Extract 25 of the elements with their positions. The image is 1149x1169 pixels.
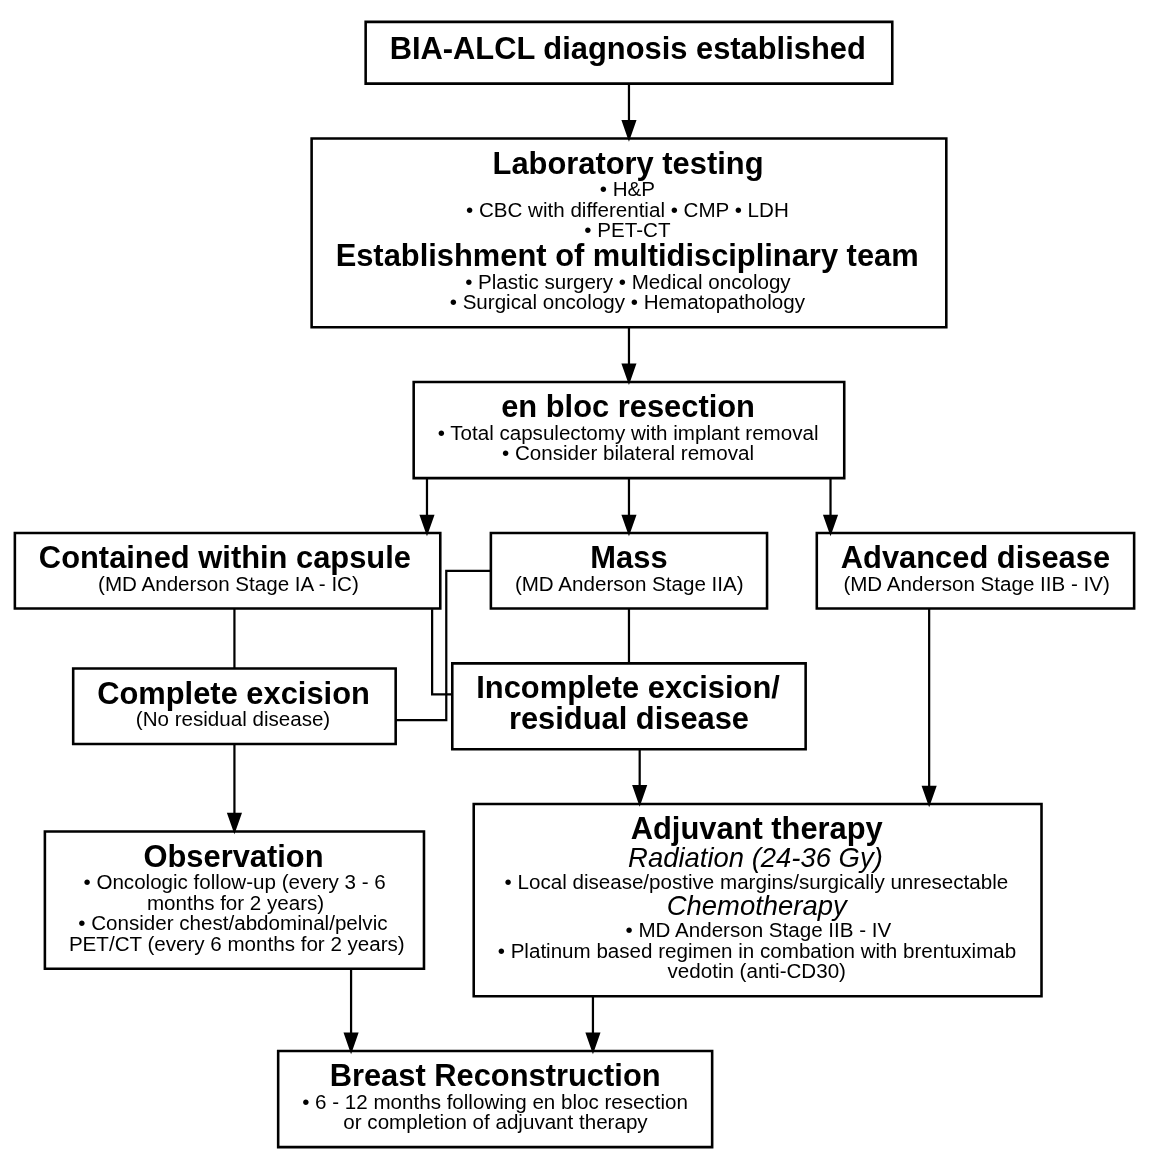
connector — [396, 569, 491, 722]
arrow — [585, 996, 601, 1055]
connector — [233, 608, 236, 669]
node-box: Complete excision (No residual disease) — [71, 667, 397, 746]
arrow — [621, 478, 637, 537]
arrow — [621, 327, 637, 386]
node-box: Advanced disease (MD Anderson Stage IIB - IV) — [815, 531, 1136, 610]
arrow — [343, 969, 359, 1055]
node-box: Observation • Oncologic follow-up (every 3 - 6 months for 2 years) • Consider chest/abdominal/pelvic PET/CT (every 6 months for 2 years) — [43, 830, 426, 971]
node-box: Adjuvant therapy Radiation (24-36 Gy) • Local disease/postive margins/surgically unresectable Chemotherapy • MD Anderson Stage IIB - IV • Platinum based regimen in combation with brentuximab vedotin (anti-CD30) — [472, 802, 1043, 998]
arrow — [621, 84, 637, 142]
connector — [627, 608, 631, 663]
node-box: BIA-ALCL diagnosis established — [364, 20, 894, 85]
node-box: en bloc resection • Total capsulectomy with implant removal • Consider bilateral removal — [412, 380, 846, 480]
node-box: Breast Reconstruction • 6 - 12 months following en bloc resection or completion of adjuvant therapy — [276, 1049, 714, 1149]
arrow — [822, 478, 839, 537]
connector — [431, 609, 452, 696]
arrow — [921, 608, 937, 808]
node-box: Laboratory testing • H&P • CBC with differential • CMP • LDH • PET-CT Establishment of multidisciplinary team • Plastic surgery • Medical oncology • Surgical oncology • Hematopathology — [310, 137, 948, 329]
node-box: Incomplete excision/ residual disease — [451, 662, 807, 751]
arrow — [419, 478, 435, 537]
arrow — [226, 744, 242, 835]
node-box: Mass (MD Anderson Stage IIA) — [489, 531, 769, 610]
node-box: Contained within capsule (MD Anderson Stage IA - IC) — [13, 531, 442, 610]
arrow — [632, 749, 648, 807]
